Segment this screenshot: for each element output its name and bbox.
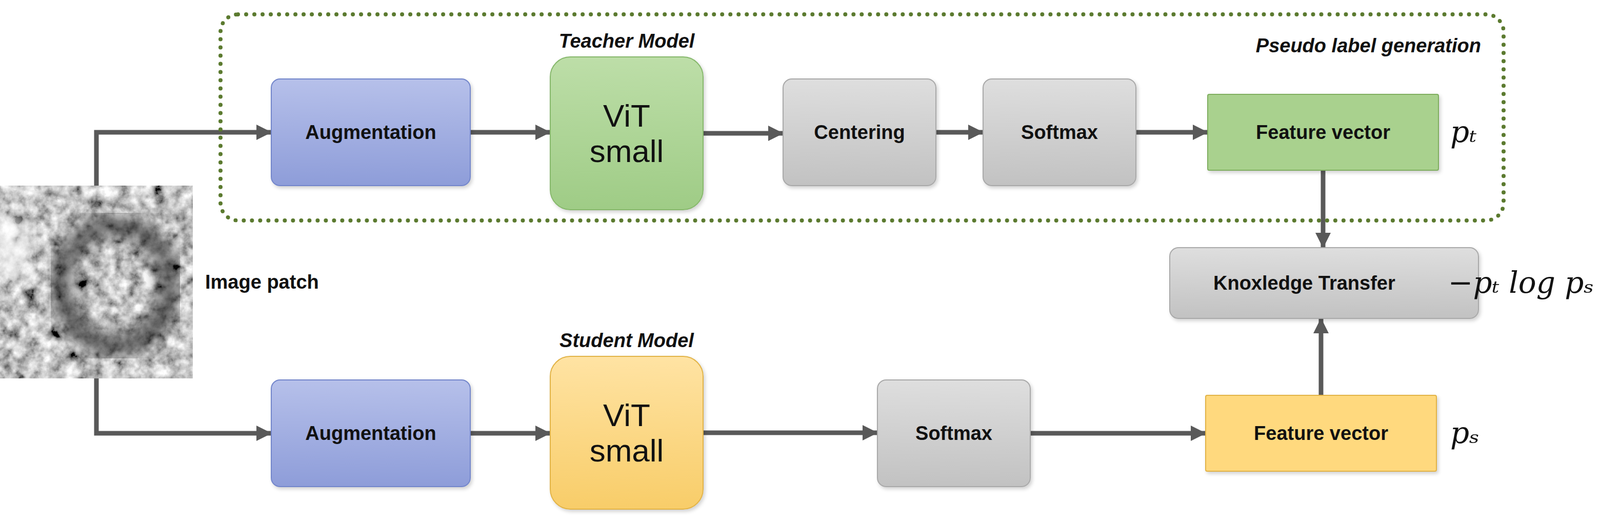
- softmax-box: Softmax: [982, 78, 1137, 187]
- bright-spot: [0, 211, 32, 284]
- box-label: Feature vector: [1253, 422, 1389, 445]
- student-output-symbol: pₛ: [1450, 416, 1480, 450]
- texture: [0, 185, 193, 379]
- model-title: Student Model: [559, 329, 694, 352]
- feature-vector-box: Feature vector: [1207, 93, 1439, 171]
- model-title: Teacher Model: [558, 30, 695, 53]
- teacher-output-symbol: pₜ: [1450, 115, 1477, 149]
- augmentation-box: Augmentation: [270, 379, 471, 488]
- centering-box: Centering: [782, 78, 937, 187]
- arrow-connector: [1318, 318, 1324, 395]
- arrow-connector: [703, 430, 877, 436]
- teacher-vit-box: Teacher ModelViT small: [549, 56, 704, 211]
- feature-vector-box: Feature vector: [1205, 394, 1437, 472]
- arrow-connector: [470, 130, 550, 135]
- loss-formula: −pₜ log pₛ: [1448, 266, 1594, 300]
- box-label: Knoxledge Transfer: [1213, 272, 1396, 295]
- augmentation-box: Augmentation: [270, 78, 471, 187]
- arrow-connector: [1136, 130, 1208, 135]
- arrow-connector: [1030, 431, 1206, 436]
- model-name: ViT small: [575, 397, 678, 469]
- image-label: Image patch: [205, 271, 319, 294]
- box-label: Centering: [813, 121, 905, 144]
- pseudo-label-region: Pseudo label generationAugmentation Teach…: [218, 12, 1506, 223]
- student-vit-box: Student ModelViT small: [549, 355, 704, 510]
- arrow-connector: [936, 130, 983, 135]
- arrow-connector: [703, 131, 783, 136]
- box-label: Augmentation: [305, 422, 436, 445]
- box-label: Softmax: [1021, 121, 1098, 144]
- box-label: Augmentation: [305, 121, 436, 144]
- arrow-connector: [470, 431, 550, 436]
- arrow-connector: [96, 378, 271, 434]
- model-name: ViT small: [575, 97, 678, 170]
- softmax-box: Softmax: [876, 379, 1031, 488]
- knowledge-transfer-box: Knoxledge Transfer: [1169, 247, 1479, 319]
- arrow-connector: [96, 132, 271, 186]
- dark-ring: [61, 225, 170, 347]
- box-label: Feature vector: [1255, 121, 1391, 144]
- arrow-connector: [1321, 170, 1326, 248]
- region-title: Pseudo label generation: [1255, 34, 1482, 57]
- box-label: Softmax: [915, 422, 993, 445]
- image-patch: Image patch: [0, 185, 193, 379]
- image-patch-picture: [0, 185, 193, 379]
